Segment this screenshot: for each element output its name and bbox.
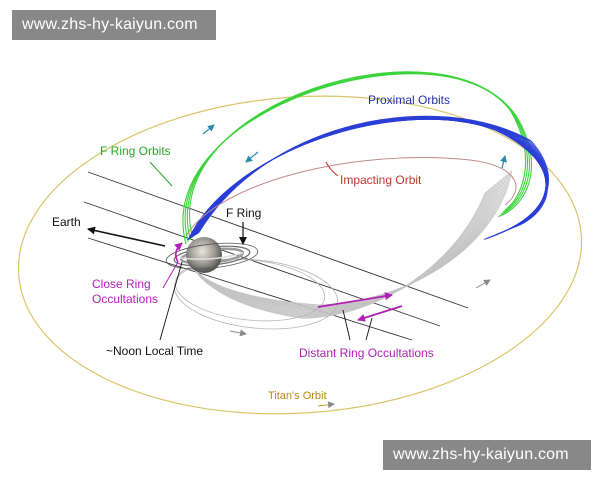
titan-orbit — [17, 95, 583, 415]
grey-orbit-path — [189, 182, 497, 314]
proximal-orbit-path — [198, 115, 549, 240]
grey-orbit-bundle — [189, 169, 513, 319]
impacting-orbit — [185, 157, 517, 237]
earth-label: Earth — [52, 215, 81, 229]
distant-ring-occultation-arrow-1 — [317, 292, 393, 308]
noon-local-time-pointer — [159, 261, 183, 341]
grey-orbit-path — [189, 189, 489, 318]
grey-orbit-path — [189, 176, 505, 310]
grey-orbit-path — [189, 180, 500, 312]
grey-orbit-path — [189, 185, 494, 315]
impacting-orbit-label: Impacting Orbit — [340, 173, 422, 187]
f-ring-orbits-pointer — [149, 161, 173, 187]
f-ring-orbit-bundle — [182, 71, 533, 245]
titans-orbit-label: Titan's Orbit — [268, 390, 327, 402]
f-ring-orbits-label: F Ring Orbits — [100, 144, 171, 158]
close-grey-orbits — [173, 258, 339, 330]
grey-orbit-path — [189, 184, 496, 314]
distant-ring-pointer-2 — [365, 317, 373, 341]
distant-ring-occultation-arrow-2 — [357, 305, 403, 322]
close-ring-occultation-arrow — [174, 242, 183, 263]
f-ring-orbit-path — [189, 71, 533, 238]
close-ring-occultations-label-line2: Occultations — [92, 292, 158, 306]
direction-arrow-green — [202, 124, 215, 135]
grey-orbit-path — [189, 186, 493, 316]
direction-arrow-grey-2 — [229, 329, 247, 337]
watermark-top: www.zhs-hy-kaiyun.com — [12, 10, 216, 40]
direction-arrow-blue — [245, 151, 259, 163]
impacting-orbit-pointer — [325, 161, 339, 177]
proximal-orbits-label: Proximal Orbits — [368, 93, 450, 107]
grey-orbit-path — [189, 177, 504, 311]
close-ring-occultations-label-line1: Close Ring — [92, 277, 151, 291]
distant-ring-pointer-1 — [342, 309, 351, 341]
noon-local-time-label: ~Noon Local Time — [106, 344, 203, 358]
watermark-bottom: www.zhs-hy-kaiyun.com — [383, 440, 591, 470]
grey-orbit-path — [189, 190, 488, 318]
earth-arrow — [87, 226, 166, 247]
direction-arrow-titan — [317, 401, 335, 409]
grey-orbit-path — [189, 188, 491, 317]
direction-arrow-grey-1 — [475, 279, 491, 289]
grey-orbit-path — [189, 191, 486, 319]
direction-arrow-right — [500, 155, 507, 169]
saturn — [165, 237, 259, 273]
grey-orbit-path — [189, 181, 499, 313]
distant-ring-occultations-label: Distant Ring Occultations — [299, 346, 434, 360]
proximal-orbit-bundle — [187, 115, 549, 241]
earth-sight-lines — [83, 171, 469, 341]
f-ring-label: F Ring — [226, 206, 261, 220]
close-ring-pointer — [162, 261, 179, 289]
